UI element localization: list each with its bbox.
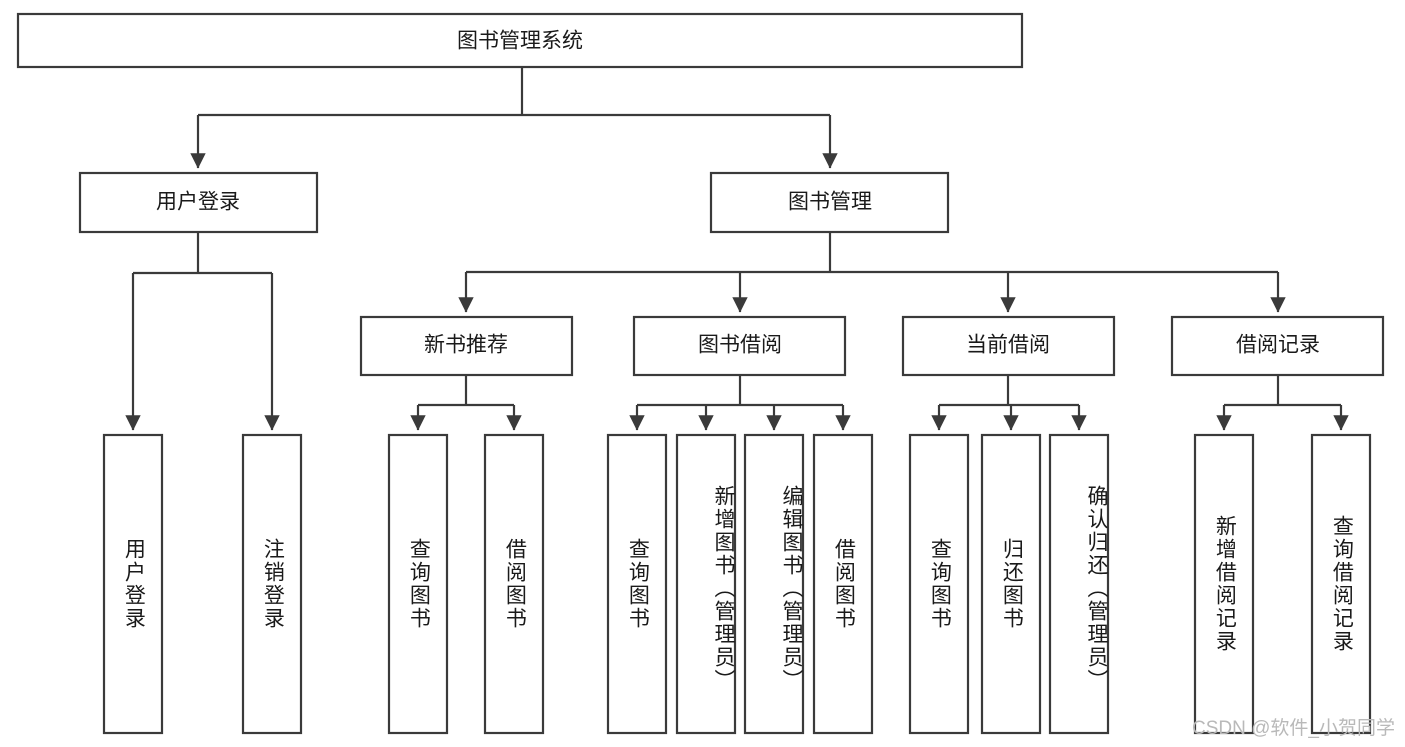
node-leaf-borrow-book-2-label: 借阅图书 [832, 538, 856, 630]
node-leaf-return-book-label: 归还图书 [1000, 538, 1024, 630]
node-leaf-confirm-return-label: 确认归还（管理员） [1085, 484, 1108, 692]
node-leaf-user-logout-box[interactable] [241, 433, 303, 735]
connectors-book-borrow-to-leaves [629, 375, 851, 431]
connectors-current-borrow-to-leaves [931, 375, 1087, 431]
node-borrow-record-box[interactable] [1170, 315, 1385, 377]
node-book-borrow-box[interactable] [632, 315, 847, 377]
node-book-manage-box[interactable] [709, 171, 950, 234]
node-leaf-return-book-box[interactable] [980, 433, 1042, 735]
node-borrow-record-label: 借阅记录 [1236, 334, 1320, 357]
node-leaf-query-book-3-label: 查询图书 [928, 538, 952, 630]
csdn-watermark: CSDN @软件_小贺同学 [1192, 718, 1395, 739]
node-leaf-query-book-1-box[interactable] [387, 433, 449, 735]
node-leaf-add-record-label: 新增借阅记录 [1213, 515, 1237, 653]
node-leaf-confirm-return-box[interactable] [1048, 433, 1110, 735]
node-leaf-query-book-2-box[interactable] [606, 433, 668, 735]
node-leaf-user-login-label: 用户登录 [122, 538, 146, 630]
node-leaf-query-book-2-label: 查询图书 [626, 538, 650, 630]
node-leaf-add-book-label: 新增图书（管理员） [712, 484, 735, 692]
node-leaf-add-record-box[interactable] [1193, 433, 1255, 735]
node-leaf-edit-book-label: 编辑图书（管理员） [780, 484, 803, 692]
node-leaf-edit-book-box[interactable] [743, 433, 805, 735]
node-leaf-query-book-3-box[interactable] [908, 433, 970, 735]
node-new-book-recommend-label: 新书推荐 [424, 334, 508, 357]
node-leaf-add-book-box[interactable] [675, 433, 737, 735]
connectors-book-manage-to-level2 [458, 232, 1286, 313]
node-user-login-label: 用户登录 [156, 191, 240, 214]
node-leaf-borrow-book-1-label: 借阅图书 [503, 538, 527, 630]
node-root-label: 图书管理系统 [457, 30, 583, 53]
node-book-manage-label: 图书管理 [788, 191, 872, 214]
connectors-user-login-to-leaves [125, 232, 280, 431]
node-leaf-borrow-book-2-box[interactable] [812, 433, 874, 735]
node-leaf-user-logout-label: 注销登录 [261, 538, 285, 630]
node-leaf-query-book-1-label: 查询图书 [407, 538, 431, 630]
node-leaf-query-record-box[interactable] [1310, 433, 1372, 735]
connectors-new-book-recommend-to-leaves [410, 375, 522, 431]
node-leaf-user-login-box[interactable] [102, 433, 164, 735]
connectors-root-to-level1 [190, 67, 838, 169]
node-current-borrow-label: 当前借阅 [966, 334, 1050, 357]
node-root-box[interactable] [16, 12, 1024, 69]
node-leaf-borrow-book-1-box[interactable] [483, 433, 545, 735]
node-leaf-query-record-label: 查询借阅记录 [1330, 515, 1354, 653]
node-book-borrow-label: 图书借阅 [698, 334, 782, 357]
connectors-borrow-record-to-leaves [1216, 375, 1349, 431]
node-new-book-recommend-box[interactable] [359, 315, 574, 377]
node-user-login-box[interactable] [78, 171, 319, 234]
node-current-borrow-box[interactable] [901, 315, 1116, 377]
